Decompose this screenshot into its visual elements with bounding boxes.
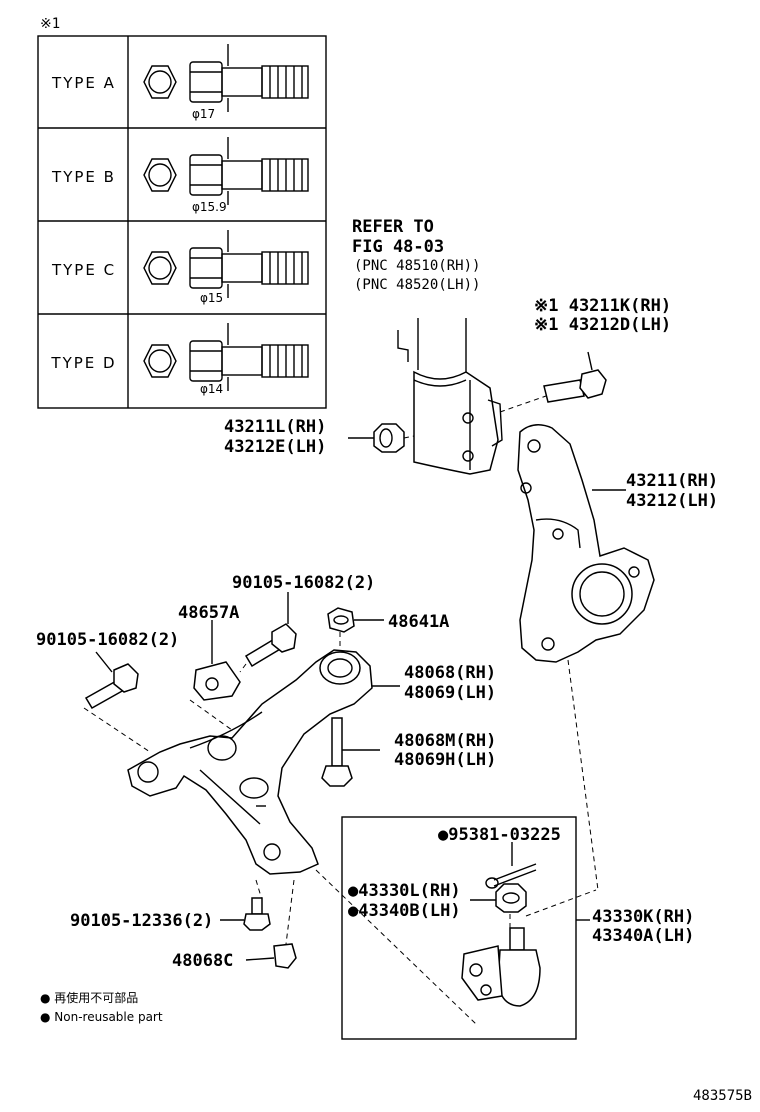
nut-43211l-label: 43211L(RH) (224, 417, 326, 437)
steering-knuckle-drawing (517, 424, 655, 891)
ball-joint-drawing (461, 889, 597, 1007)
hub-bolt-type-d-drawing (143, 323, 309, 391)
bolt-48069h-label: 48069H(LH) (394, 750, 496, 770)
figure-id: 483575B (693, 1088, 752, 1104)
legend-english: ● Non-reusable part (40, 1010, 163, 1024)
note-mark: ※1 (40, 16, 60, 32)
camber-bolt-drawing (499, 351, 607, 413)
hub-bolt-type-table (37, 35, 327, 409)
hub-bolt-type-b-drawing (143, 137, 309, 205)
arm-front-bolt-drawing (239, 592, 297, 673)
ball-joint-nut-drawing (470, 883, 527, 928)
refer-line-4: (PNC 48520(LH)) (354, 277, 480, 293)
ball-joint-43340a-label: 43340A(LH) (592, 926, 694, 946)
ball-joint-43330k-label: 43330K(RH) (592, 907, 694, 927)
refer-line-3: (PNC 48510(RH)) (354, 258, 480, 274)
type-b-diameter: φ15.9 (192, 200, 227, 214)
bolt-90105-12336-label: 90105-12336(2) (70, 911, 213, 931)
legend-japanese: ● 再使用不可部品 (40, 990, 138, 1005)
nut-43340b-label: ●43340B(LH) (348, 901, 461, 921)
bushing-48068c-drawing (245, 943, 297, 969)
bolt-90105-16082-left-label: 90105-16082(2) (36, 630, 179, 650)
bolt-43211k-label: ※1 43211K(RH) (534, 296, 671, 316)
type-a-label: TYPE A (51, 74, 116, 92)
knuckle-43211-label: 43211(RH) (626, 471, 718, 491)
pin-95381-label: ●95381-03225 (438, 825, 561, 845)
hub-bolt-type-c-drawing (143, 230, 309, 298)
arm-bolt-48068m-drawing (321, 717, 380, 787)
type-c-diameter: φ15 (200, 291, 223, 305)
lower-control-arm-drawing (127, 649, 477, 1025)
type-d-diameter: φ14 (200, 382, 223, 396)
nut-48641a-label: 48641A (388, 612, 449, 632)
bracket-48657a-drawing (189, 620, 241, 731)
ball-joint-kit-box (341, 816, 577, 1040)
refer-line-2: FIG 48-03 (352, 237, 444, 257)
bolt-48068m-label: 48068M(RH) (394, 731, 496, 751)
nut-48641a-drawing (327, 607, 384, 652)
arm-48069-label: 48069(LH) (404, 683, 496, 703)
cotter-pin-drawing (485, 842, 537, 889)
arm-48068-label: 48068(RH) (404, 663, 496, 683)
strut-nut-drawing (348, 423, 415, 453)
bracket-48657a-label: 48657A (178, 603, 239, 623)
bushing-48068c-label: 48068C (172, 951, 233, 971)
arm-rear-bolt-drawing (83, 651, 151, 753)
type-a-diameter: φ17 (192, 107, 215, 121)
bushing-bolt-drawing (220, 897, 271, 931)
nut-43330l-label: ●43330L(RH) (348, 881, 461, 901)
hub-bolt-type-a-drawing (143, 44, 309, 112)
type-b-label: TYPE B (51, 168, 116, 186)
bolt-43212d-label: ※1 43212D(LH) (534, 315, 671, 335)
type-c-label: TYPE C (51, 261, 116, 279)
type-d-label: TYPE D (50, 354, 116, 372)
refer-line-1: REFER TO (352, 217, 434, 237)
strut-lower-bracket-drawing (397, 318, 503, 475)
nut-43212e-label: 43212E(LH) (224, 437, 326, 457)
bolt-90105-16082-upper-label: 90105-16082(2) (232, 573, 375, 593)
knuckle-43212-label: 43212(LH) (626, 491, 718, 511)
